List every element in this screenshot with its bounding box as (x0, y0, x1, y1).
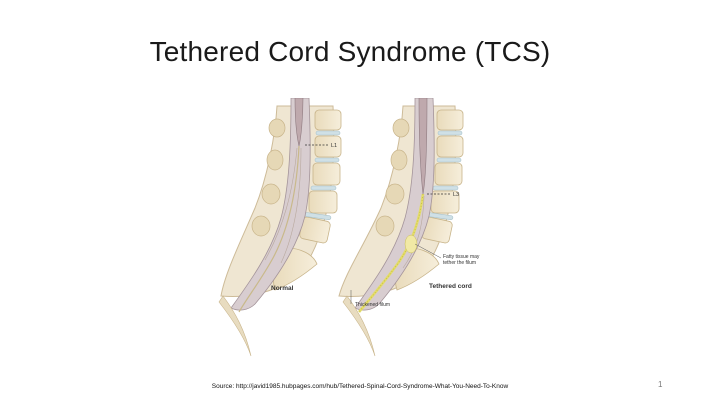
slide-page-number: 1 (658, 380, 663, 389)
tethered-l3-label: L3 (453, 192, 459, 198)
fatty-annotation-line1: Fatty tissue may (443, 254, 480, 260)
normal-spine-panel: L1 Normal (218, 98, 342, 357)
normal-caption: Normal (271, 285, 294, 292)
normal-spinal-cord (294, 98, 304, 147)
tethered-posterior-elements (375, 118, 410, 237)
normal-l1-label: L1 (331, 143, 337, 149)
tethered-spinal-cord (418, 98, 428, 195)
normal-vertebrae (273, 109, 342, 291)
normal-filum (238, 145, 300, 313)
tethered-spine-panel: L3 Fatty tissue may tether the filum Tet… (338, 98, 480, 357)
source-citation: Source: http://javid1985.hubpages.com/hu… (211, 383, 509, 390)
spine-illustration-svg: L1 Normal (218, 98, 480, 357)
filum-annotation-label: Thickened filum (355, 302, 390, 308)
tethered-thecal-sac (354, 98, 435, 311)
tethered-discs (426, 130, 463, 220)
normal-posterior-elements (251, 118, 286, 237)
tethered-vertebrae (395, 109, 464, 291)
tethered-fatty-tissue (404, 234, 418, 254)
normal-coccyx (218, 295, 252, 357)
tethered-coccyx (342, 295, 376, 357)
fatty-annotation-leader (414, 243, 442, 259)
fatty-annotation-line2: tether the filum (443, 260, 476, 266)
tethered-caption: Tethered cord (429, 283, 472, 290)
slide-title: Tethered Cord Syndrome (TCS) (149, 36, 551, 67)
spine-illustration: L1 Normal (205, 98, 523, 360)
normal-discs (304, 130, 341, 220)
normal-thecal-sac (230, 98, 311, 311)
